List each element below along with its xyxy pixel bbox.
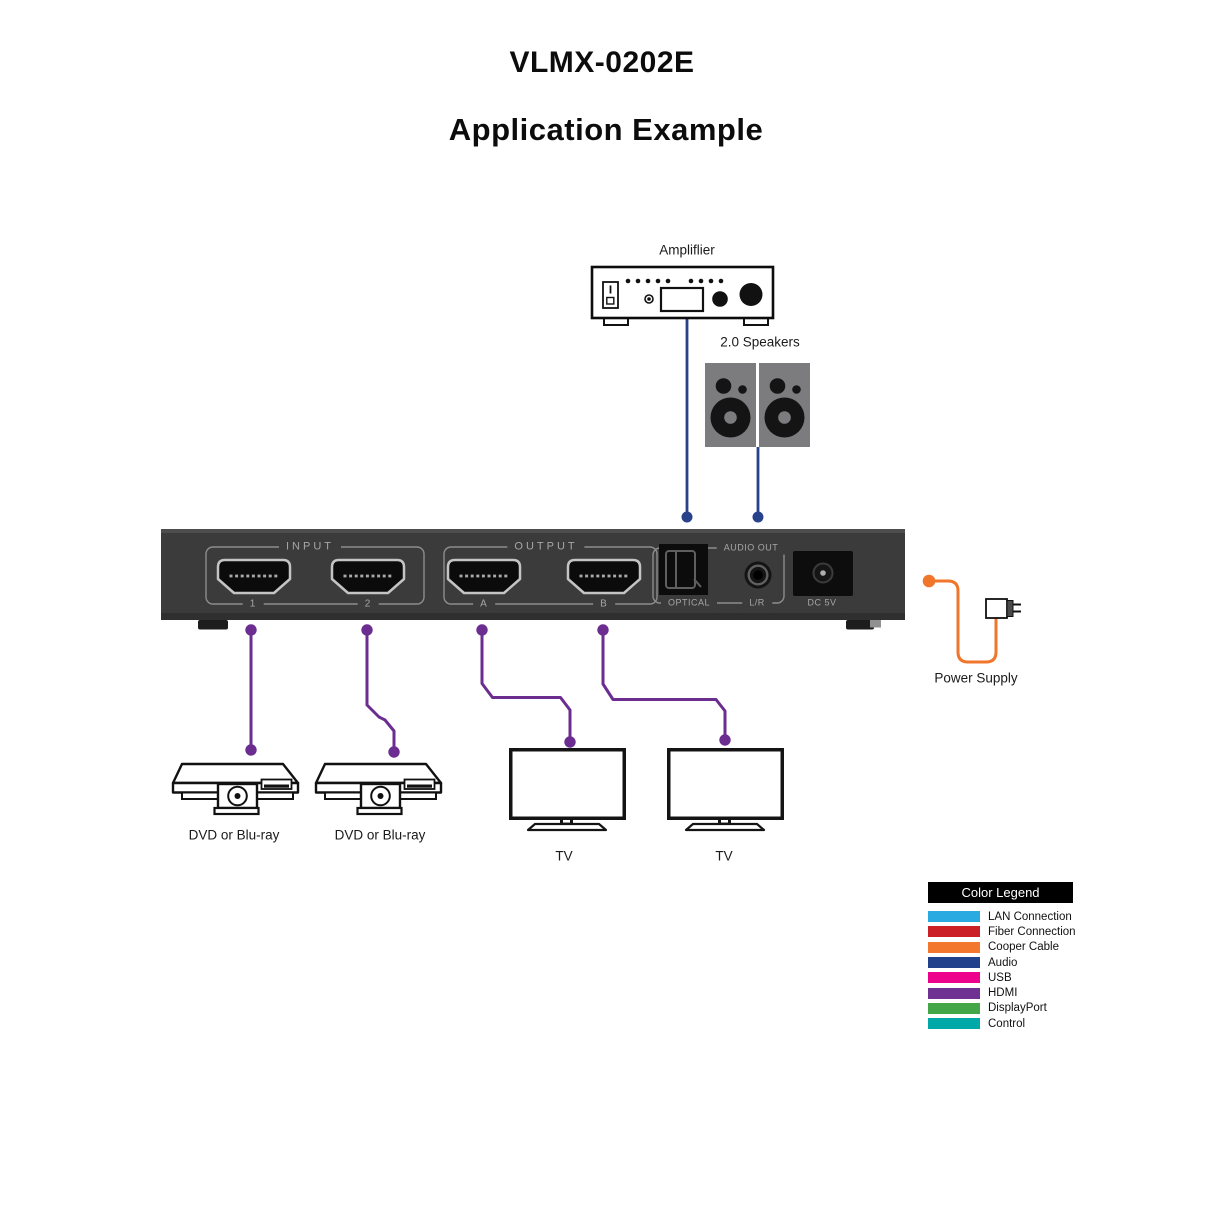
legend-item-label: HDMI (988, 987, 1018, 1000)
amplifier-display (659, 286, 705, 313)
speakers-illustration (705, 363, 810, 447)
legend-color-swatch (928, 987, 980, 999)
output-port-b-label: B (593, 597, 615, 611)
legend-item: USB (928, 970, 1073, 985)
audio-out-label: AUDIO OUT (716, 541, 786, 555)
legend-item-label: Audio (988, 956, 1018, 969)
hdmi-cable-input-1 (245, 624, 257, 756)
amplifier-label: Ampliflier (659, 242, 715, 258)
dc-power-jack (793, 551, 853, 596)
output-port-a-label: A (473, 597, 495, 611)
amplifier-illustration (590, 265, 775, 326)
legend-item: Fiber Connection (928, 924, 1076, 939)
power-adapter-icon (985, 598, 1021, 619)
amplifier-led-dots (625, 278, 724, 284)
legend-item-label: LAN Connection (988, 910, 1072, 923)
tv-1-illustration (507, 746, 628, 832)
input-port-2-label: 2 (357, 597, 379, 611)
audio-cable-amplifier (681, 319, 693, 523)
dvd-player-1-illustration (171, 762, 300, 816)
tv-2-illustration (665, 746, 786, 832)
page-title: VLMX-0202E (509, 46, 695, 79)
speakers-label: 2.0 Speakers (720, 334, 800, 350)
dvd-player-2-illustration (314, 762, 443, 816)
legend-color-swatch (928, 926, 980, 938)
page-subtitle: Application Example (448, 112, 764, 147)
optical-port (659, 544, 708, 595)
legend-color-swatch (928, 972, 980, 984)
legend-item: DisplayPort (928, 1001, 1073, 1016)
hdmi-cable-input-2 (361, 624, 400, 758)
legend-item: Control (928, 1016, 1073, 1031)
dvd-player-2-label: DVD or Blu-ray (334, 827, 426, 843)
output-group-label: OUTPUT (507, 540, 585, 554)
lr-label: L/R (742, 596, 772, 610)
tv-1-label: TV (555, 848, 573, 864)
audio-cable-speakers (752, 447, 764, 523)
knob-icon (712, 291, 728, 307)
hdmi-cable-output-b (597, 624, 731, 746)
input-group-label: INPUT (279, 540, 341, 554)
hdmi-cable-output-a (476, 624, 576, 748)
power-cable (922, 574, 998, 664)
legend-item: LAN Connection (928, 909, 1073, 924)
dc-5v-label: DC 5V (800, 596, 844, 610)
legend-item-label: Control (988, 1017, 1026, 1030)
lr-audio-jack (744, 561, 772, 589)
hdmi-output-b-port (566, 558, 642, 595)
legend-color-swatch (928, 941, 980, 953)
legend-item-label: Fiber Connection (988, 925, 1076, 938)
volume-knob-icon (739, 283, 763, 306)
tv-2-label: TV (715, 848, 733, 864)
dvd-player-1-label: DVD or Blu-ray (188, 827, 280, 843)
legend-item-label: DisplayPort (988, 1002, 1047, 1015)
optical-label: OPTICAL (660, 596, 718, 610)
legend-item: HDMI (928, 985, 1073, 1000)
legend-item: Cooper Cable (928, 940, 1073, 955)
hdmi-input-2-port (330, 558, 406, 595)
color-legend-title: Color Legend (928, 882, 1073, 903)
legend-item: Audio (928, 955, 1073, 970)
power-supply-label: Power Supply (934, 670, 1018, 686)
legend-color-swatch (928, 957, 980, 969)
legend-color-swatch (928, 1018, 980, 1030)
hdmi-input-1-port (216, 558, 292, 595)
input-port-1-label: 1 (242, 597, 264, 611)
hdmi-output-a-port (446, 558, 522, 595)
legend-color-swatch (928, 911, 980, 923)
legend-item-label: USB (988, 971, 1012, 984)
legend-item-label: Cooper Cable (988, 941, 1059, 954)
legend-color-swatch (928, 1002, 980, 1014)
